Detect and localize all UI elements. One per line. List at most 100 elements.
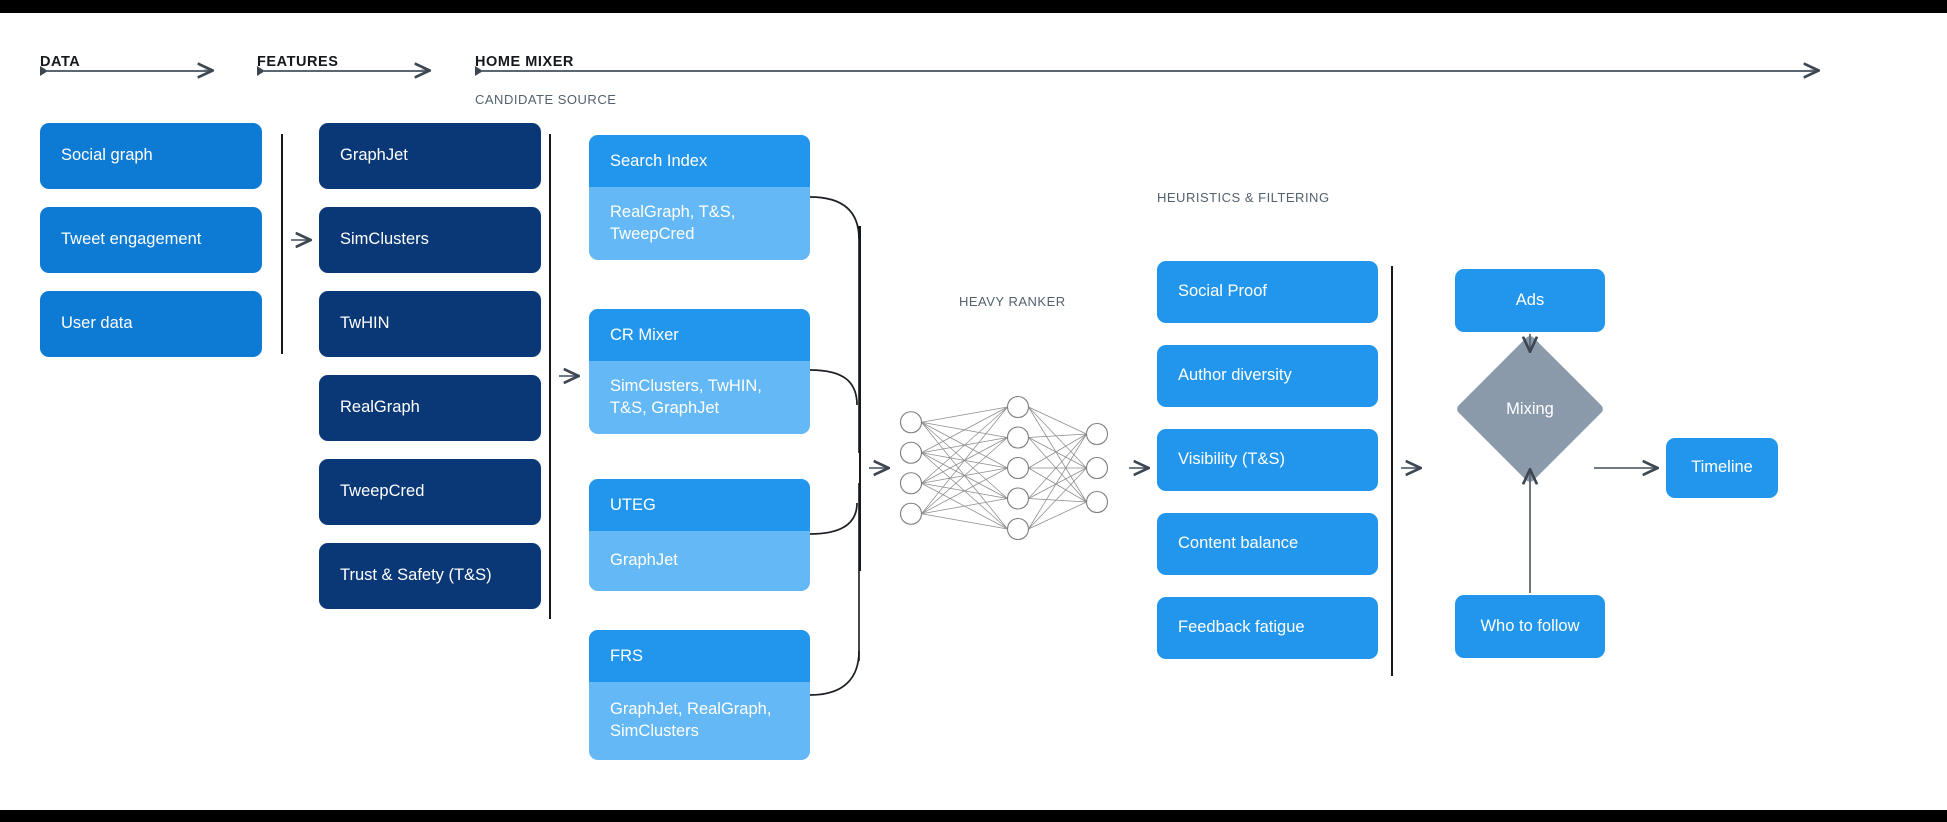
who-to-follow-box-label: Who to follow (1480, 616, 1580, 635)
heuristic-box-4[interactable]: Feedback fatigue (1157, 597, 1378, 659)
feature-box-label: SimClusters (340, 230, 429, 249)
nn-edge (1028, 467, 1087, 499)
candidate-source-features: SimClusters, TwHIN, T&S, GraphJet (610, 376, 762, 417)
heuristic-box-2[interactable]: Visibility (T&S) (1157, 429, 1378, 491)
nn-edge (1028, 437, 1087, 503)
section-header-heuristics: HEURISTICS & FILTERING (1157, 190, 1330, 205)
nn-edge (1028, 437, 1087, 469)
ads-box[interactable]: Ads (1455, 269, 1605, 332)
nn-edge (1028, 467, 1087, 530)
nn-edge (921, 406, 1008, 423)
nn-node-l1-2 (1006, 456, 1030, 480)
nn-edge (921, 437, 1008, 515)
nn-edge (1028, 501, 1087, 530)
nn-edge (921, 422, 1008, 530)
heuristic-box-label: Author diversity (1178, 366, 1292, 385)
nn-node-l0-3 (899, 502, 923, 525)
nn-edge (1028, 406, 1087, 469)
feature-box-label: TwHIN (340, 314, 390, 333)
nn-edge (921, 452, 1008, 499)
features-axis-line (263, 69, 429, 72)
candidate-source-name: UTEG (589, 479, 810, 531)
nn-edge (1028, 406, 1087, 503)
nn-node-l0-2 (899, 472, 923, 495)
divider-features-homemixer (549, 134, 551, 619)
candidate-source-features: GraphJet (610, 551, 678, 570)
nn-node-l1-3 (1006, 487, 1030, 510)
column-header-features: FEATURES (257, 54, 339, 70)
heuristic-box-label: Feedback fatigue (1178, 618, 1305, 637)
nn-edge (921, 437, 1008, 454)
candidate-source-3[interactable]: FRS GraphJet, RealGraph, SimClusters (589, 630, 810, 760)
feature-box-label: RealGraph (340, 398, 420, 417)
heuristic-box-0[interactable]: Social Proof (1157, 261, 1378, 323)
column-header-data: DATA (40, 54, 81, 70)
divider-heuristics-mixing (1391, 266, 1393, 676)
feature-box-4[interactable]: TweepCred (319, 459, 541, 525)
nn-edge (1028, 433, 1087, 530)
home-mixer-axis-line (481, 69, 1818, 72)
feature-box-label: GraphJet (340, 146, 408, 165)
candidate-source-features: GraphJet, RealGraph, SimClusters (610, 700, 772, 740)
feature-box-5[interactable]: Trust & Safety (T&S) (319, 543, 541, 609)
heuristic-box-label: Visibility (T&S) (1178, 450, 1285, 469)
nn-edge (921, 421, 1008, 469)
candidate-source-name: FRS (589, 630, 810, 682)
candidate-source-2[interactable]: UTEG GraphJet (589, 479, 810, 591)
heuristic-box-label: Social Proof (1178, 282, 1267, 301)
nn-edge (921, 452, 1008, 469)
nn-edge (921, 421, 1008, 499)
nn-edge (921, 421, 1008, 438)
column-header-home-mixer: HOME MIXER (475, 54, 574, 70)
data-box-1[interactable]: Tweet engagement (40, 207, 262, 273)
who-to-follow-box[interactable]: Who to follow (1455, 595, 1605, 658)
feature-box-1[interactable]: SimClusters (319, 207, 541, 273)
mixing-diamond-label: Mixing (1506, 399, 1554, 418)
diagram-canvas: DATA FEATURES HOME MIXER CANDIDATE SOURC… (0, 13, 1947, 810)
feature-box-2[interactable]: TwHIN (319, 291, 541, 357)
divider-candidate-heavyranker (859, 226, 861, 571)
nn-edge (921, 437, 1008, 484)
feature-box-0[interactable]: GraphJet (319, 123, 541, 189)
candidate-source-features: RealGraph, T&S, TweepCred (610, 202, 736, 243)
nn-node-l0-1 (899, 441, 923, 464)
feature-box-label: Trust & Safety (T&S) (340, 566, 492, 585)
curve-search-index (809, 196, 860, 240)
data-box-2[interactable]: User data (40, 291, 262, 357)
nn-edge (1028, 467, 1087, 503)
nn-node-l0-0 (899, 411, 923, 434)
data-box-label: User data (61, 314, 133, 333)
data-box-0[interactable]: Social graph (40, 123, 262, 189)
candidate-source-0[interactable]: Search Index RealGraph, T&S, TweepCred (589, 135, 810, 260)
nn-edge (1028, 433, 1087, 469)
home-mixer-axis-start-marker (475, 66, 483, 76)
nn-edge (1028, 406, 1087, 435)
nn-node-l2-0 (1085, 422, 1109, 446)
nn-node-l1-1 (1006, 426, 1030, 449)
nn-edge (921, 513, 1008, 530)
section-header-candidate-source: CANDIDATE SOURCE (475, 92, 617, 107)
features-axis-start-marker (257, 66, 265, 76)
nn-node-l2-1 (1085, 456, 1109, 480)
nn-node-l1-4 (1006, 517, 1030, 541)
nn-node-l1-0 (1006, 395, 1030, 419)
candidate-source-1[interactable]: CR Mixer SimClusters, TwHIN, T&S, GraphJ… (589, 309, 810, 434)
nn-edge (1028, 433, 1087, 438)
connector-overlay (0, 13, 1947, 696)
nn-edge (921, 467, 1008, 515)
curve-cr-mixer (809, 369, 858, 406)
nn-edge (921, 467, 1008, 484)
timeline-box-label: Timeline (1691, 458, 1753, 477)
feature-box-3[interactable]: RealGraph (319, 375, 541, 441)
heuristic-box-1[interactable]: Author diversity (1157, 345, 1378, 407)
section-header-heavy-ranker: HEAVY RANKER (959, 294, 1066, 309)
curve-frs (809, 650, 860, 696)
nn-edge (921, 406, 1008, 454)
heuristic-box-3[interactable]: Content balance (1157, 513, 1378, 575)
timeline-box[interactable]: Timeline (1666, 438, 1778, 498)
candidate-collector-curves (809, 196, 860, 696)
candidate-source-name: CR Mixer (589, 309, 810, 361)
nn-node-l2-2 (1085, 490, 1109, 514)
heuristic-box-label: Content balance (1178, 534, 1299, 553)
nn-edge (921, 482, 1008, 530)
